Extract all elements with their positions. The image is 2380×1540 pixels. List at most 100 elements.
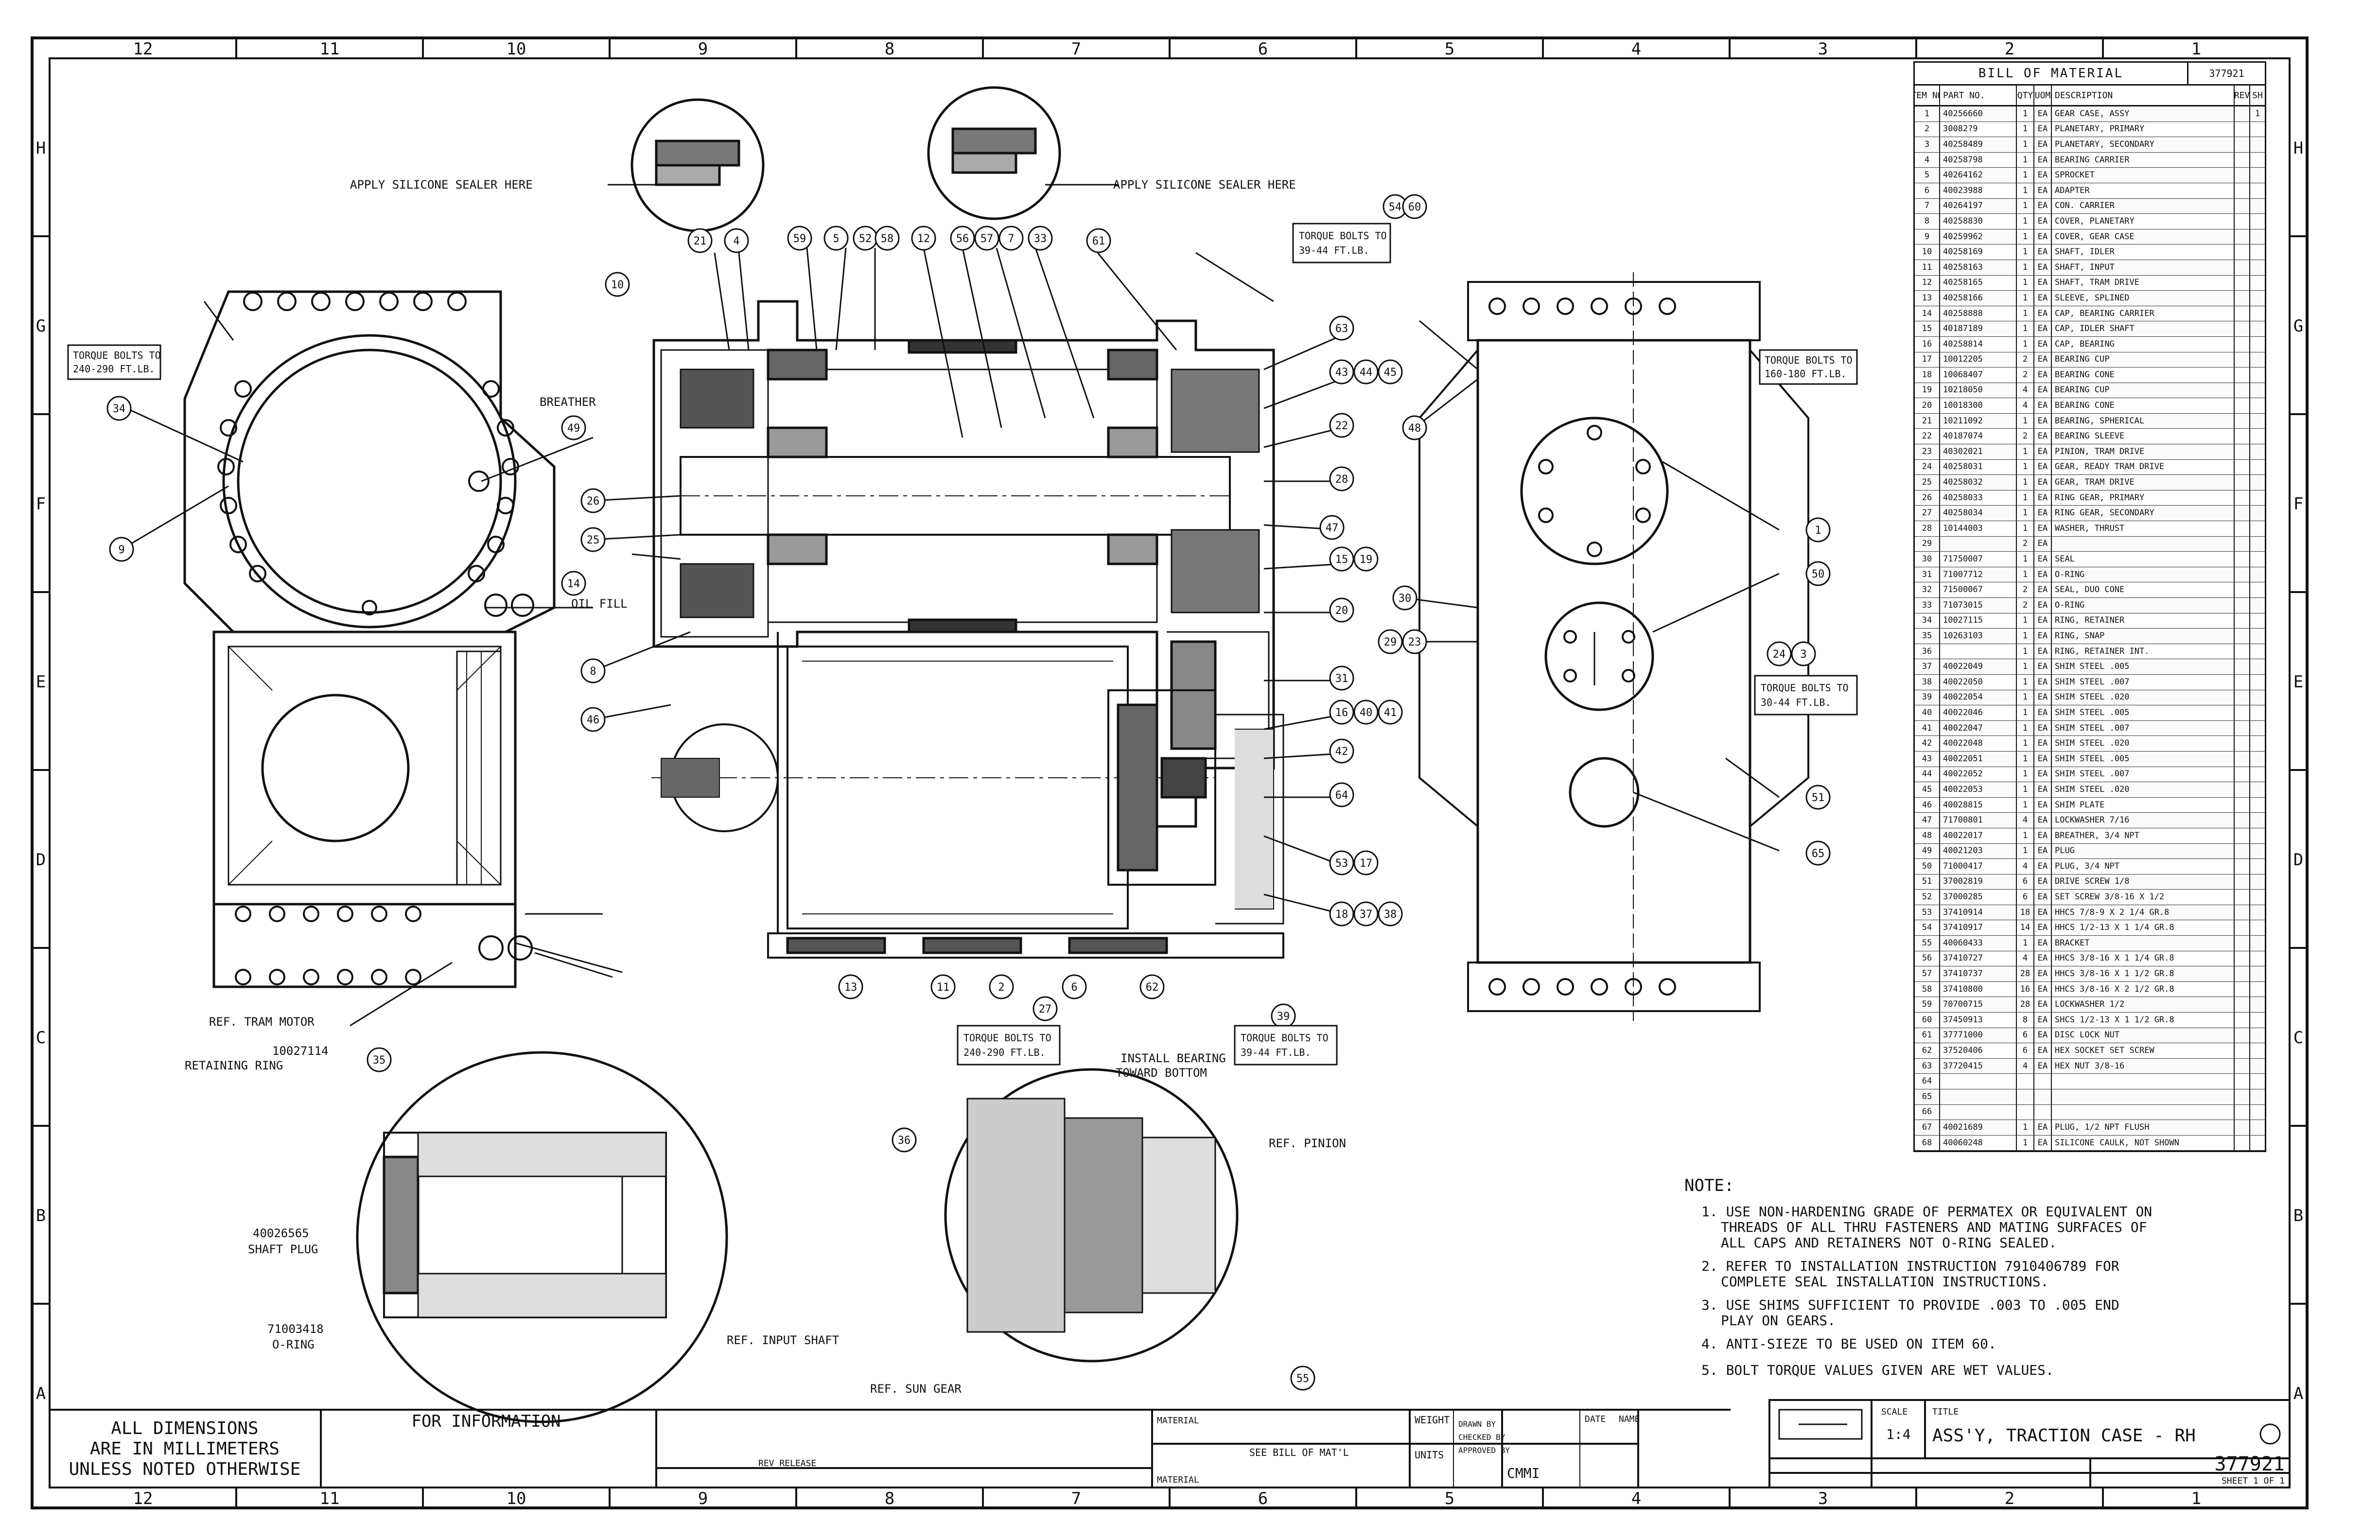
balloon: 50	[1805, 561, 1831, 586]
bom-rev	[2235, 1135, 2250, 1151]
bom-qty: 18	[2017, 905, 2034, 920]
svg-text:C: C	[2293, 1028, 2303, 1048]
balloon: 8	[580, 658, 606, 683]
bom-header-qty: QTY	[2017, 86, 2034, 105]
bom-rev	[2235, 613, 2250, 629]
bom-item-no: 64	[1915, 1074, 1940, 1089]
bom-part-no: 40258034	[1940, 506, 2017, 521]
bom-uom: EA	[2034, 368, 2052, 383]
bom-rev	[2235, 383, 2250, 398]
svg-text:8: 8	[885, 39, 894, 59]
svg-text:37: 37	[1360, 909, 1373, 921]
svg-text:59: 59	[793, 233, 806, 245]
bom-item-no: 53	[1915, 905, 1940, 920]
bom-uom: EA	[2034, 536, 2052, 552]
bom-part-no	[1940, 644, 2017, 659]
ref-sun-gear-label: REF. SUN GEAR	[870, 1382, 962, 1396]
bom-header-row: ITEM NO. PART NO. QTY UOM DESCRIPTION RE…	[1915, 86, 2265, 106]
balloon: 53	[1329, 850, 1354, 875]
bom-rev	[2235, 168, 2250, 183]
bom-sheet	[2250, 1059, 2265, 1074]
bom-qty: 2	[2017, 368, 2034, 383]
bom-rev	[2235, 890, 2250, 905]
bom-sheet	[2250, 153, 2265, 168]
bom-description: O-RING	[2052, 567, 2235, 582]
bom-item-no: 62	[1915, 1043, 1940, 1058]
bom-part-no: 40258166	[1940, 291, 2017, 306]
bom-qty: 1	[2017, 629, 2034, 644]
bom-part-no: 40187074	[1940, 429, 2017, 444]
bom-sheet	[2250, 782, 2265, 797]
bom-description: SHIM STEEL .007	[2052, 767, 2235, 782]
bom-description: GEAR CASE, ASSY	[2052, 106, 2235, 122]
title-block-text: ALL DIMENSIONS ARE IN MILLIMETERS UNLESS…	[69, 1407, 2285, 1486]
bom-uom: EA	[2034, 705, 2052, 720]
balloon: 18	[1329, 901, 1354, 927]
balloon: 41	[1378, 700, 1403, 725]
table-row: 65	[1915, 1089, 2265, 1105]
balloon: 38	[1378, 901, 1403, 927]
bom-description: HHCS 3/8-16 X 2 1/2 GR.8	[2052, 981, 2235, 997]
bom-sheet	[2250, 122, 2265, 137]
bom-item-no: 14	[1915, 306, 1940, 321]
bom-qty: 1	[2017, 1120, 2034, 1135]
bom-uom: EA	[2034, 352, 2052, 368]
bom-uom: EA	[2034, 1013, 2052, 1028]
balloon: 13	[838, 974, 863, 999]
bom-description: BEARING, SPHERICAL	[2052, 413, 2235, 429]
svg-text:240-290 FT.LB.: 240-290 FT.LB.	[73, 363, 155, 375]
bom-item-no: 28	[1915, 521, 1940, 536]
balloon: 14	[561, 571, 586, 596]
pinion-detail	[944, 1068, 1239, 1363]
balloon: 45	[1378, 359, 1403, 385]
svg-text:2: 2	[2005, 39, 2014, 59]
bom-part-no: 40022049	[1940, 659, 2017, 674]
bom-item-no: 32	[1915, 582, 1940, 597]
balloon: 31	[1329, 665, 1354, 691]
bom-rev	[2235, 1028, 2250, 1043]
balloon: 20	[1329, 597, 1354, 623]
bom-uom: EA	[2034, 214, 2052, 229]
svg-text:53: 53	[1335, 858, 1348, 870]
bom-part-no: 71007712	[1940, 567, 2017, 582]
bom-part-no: 71073015	[1940, 598, 2017, 613]
bom-item-no: 30	[1915, 552, 1940, 567]
balloon: 5	[823, 226, 849, 251]
bom-part-no: 40264162	[1940, 168, 2017, 183]
bom-item-no: 57	[1915, 966, 1940, 981]
svg-text:22: 22	[1335, 420, 1348, 432]
bom-qty: 1	[2017, 260, 2034, 275]
bom-sheet	[2250, 890, 2265, 905]
bom-item-no: 15	[1915, 321, 1940, 336]
table-row: 64	[1915, 1074, 2265, 1089]
bom-rev	[2235, 659, 2250, 674]
ref-input-shaft-label: REF. INPUT SHAFT	[727, 1333, 839, 1347]
bom-item-no: 61	[1915, 1028, 1940, 1043]
bom-uom: EA	[2034, 306, 2052, 321]
balloon: 28	[1329, 466, 1354, 491]
svg-text:61: 61	[1092, 235, 1105, 247]
svg-text:24: 24	[1773, 648, 1786, 661]
bom-sheet	[2250, 1089, 2265, 1104]
bom-description: SPROCKET	[2052, 168, 2235, 183]
svg-text:54: 54	[1389, 201, 1402, 213]
bom-rev	[2235, 352, 2250, 368]
bom-uom: EA	[2034, 275, 2052, 291]
svg-text:47: 47	[1326, 522, 1339, 534]
bom-qty: 1	[2017, 613, 2034, 629]
bom-sheet	[2250, 798, 2265, 813]
svg-text:39-44 FT.LB.: 39-44 FT.LB.	[1299, 245, 1369, 256]
bom-qty: 2	[2017, 429, 2034, 444]
bom-item-no: 41	[1915, 720, 1940, 736]
svg-text:55: 55	[1296, 1373, 1310, 1385]
bom-part-no: 37410917	[1940, 920, 2017, 936]
